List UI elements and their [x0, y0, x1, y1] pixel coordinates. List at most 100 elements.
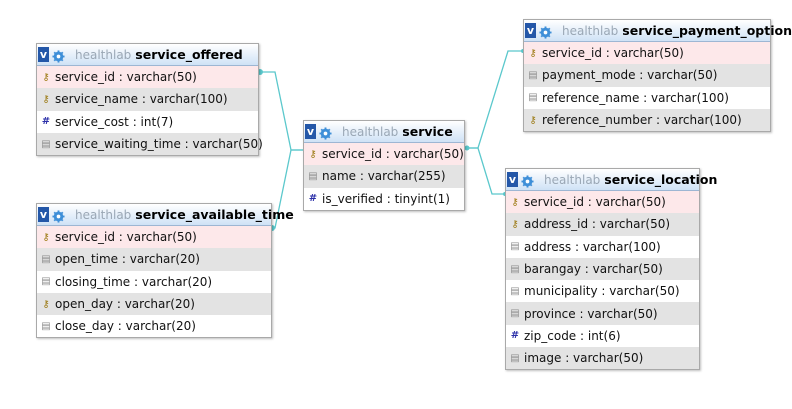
text-field-icon: ▤	[308, 170, 318, 182]
column-label: reference_number : varchar(100)	[542, 113, 742, 128]
toggle-columns-button[interactable]: v	[38, 47, 49, 62]
column-row[interactable]: ▤ barangay : varchar(50)	[506, 257, 699, 281]
column-row[interactable]: ▤image : varchar(50)	[506, 347, 699, 370]
column-row[interactable]: ▤ close_day : varchar(20)	[37, 315, 271, 338]
text-field-icon: ▤	[510, 285, 520, 297]
toggle-columns-button[interactable]: v	[507, 172, 518, 187]
toggle-columns-button[interactable]: v	[305, 124, 316, 139]
database-name: healthlab	[562, 23, 619, 38]
toggle-columns-button[interactable]: v	[38, 207, 49, 222]
number-icon: #	[510, 330, 520, 342]
column-row[interactable]: ▤ reference_name : varchar(100)	[524, 86, 770, 109]
column-label: service_id : varchar(50)	[55, 70, 197, 85]
column-label: payment_mode : varchar(50)	[542, 68, 718, 83]
database-name: healthlab	[75, 207, 132, 222]
text-field-icon: ▤	[528, 92, 538, 104]
key-icon: ⚷	[42, 231, 50, 243]
column-row[interactable]: ⚷ address_id : varchar(50)	[506, 213, 699, 236]
toggle-columns-button[interactable]: v	[525, 23, 536, 38]
key-icon: ⚷	[42, 298, 50, 310]
column-row[interactable]: # zip_code : int(6)	[506, 324, 699, 348]
column-label: service_id : varchar(50)	[524, 195, 666, 210]
column-label: address_id : varchar(50)	[524, 217, 671, 232]
column-row[interactable]: # service_cost : int(7)	[37, 110, 258, 133]
column-label: province : varchar(50)	[524, 306, 658, 321]
gear-icon[interactable]	[319, 125, 332, 140]
column-row[interactable]: ⚷ service_name : varchar(100)	[37, 88, 258, 111]
text-field-icon: ▤	[510, 263, 520, 275]
column-row[interactable]: ▤ payment_mode : varchar(50)	[524, 64, 770, 87]
column-label: reference_name : varchar(100)	[542, 90, 729, 105]
relation-endpoint	[464, 145, 470, 151]
gear-icon[interactable]	[539, 24, 552, 39]
column-row[interactable]: ▤ municipality : varchar(50)	[506, 280, 699, 303]
table-name: service_offered	[135, 47, 243, 62]
number-icon: #	[308, 193, 318, 205]
column-row[interactable]: ⚷ service_id : varchar(50)	[524, 42, 770, 65]
database-name: healthlab	[342, 124, 399, 139]
gear-icon[interactable]	[52, 208, 65, 223]
gear-icon[interactable]	[521, 173, 534, 188]
column-row[interactable]: ▤ open_time : varchar(20)	[37, 248, 271, 271]
relation-line-service-offered	[260, 71, 303, 151]
column-label: service_id : varchar(50)	[322, 147, 464, 162]
column-label: barangay : varchar(50)	[524, 262, 663, 277]
table-name: service_payment_option	[622, 23, 792, 38]
text-field-icon: ▤	[528, 69, 538, 81]
text-field-icon: ▤	[41, 253, 51, 265]
column-row[interactable]: ▤address : varchar(100)	[506, 235, 699, 258]
column-label: service_waiting_time : varchar(50)	[55, 137, 263, 152]
column-label: closing_time : varchar(20)	[55, 274, 213, 289]
column-row[interactable]: ⚷ service_id : varchar(50)	[304, 143, 464, 166]
text-field-icon: ▤	[510, 241, 520, 253]
text-field-icon: ▤	[510, 308, 520, 320]
column-row[interactable]: ⚷ service_id : varchar(50)	[37, 66, 258, 89]
column-row[interactable]: ▤ name : varchar(255)	[304, 165, 464, 188]
column-row[interactable]: ▤ province : varchar(50)	[506, 302, 699, 325]
relation-line-service-location	[465, 147, 505, 195]
key-icon: ⚷	[42, 71, 50, 83]
column-label: zip_code : int(6)	[524, 328, 621, 343]
column-row[interactable]: ⚷ open_day : varchar(20)	[37, 292, 271, 316]
column-row[interactable]: ▤ service_waiting_time : varchar(50)	[37, 132, 263, 156]
column-label: open_day : varchar(20)	[55, 297, 195, 312]
column-row[interactable]: ▤closing_time : varchar(20)	[37, 270, 271, 293]
key-icon: ⚷	[42, 93, 50, 105]
key-icon: ⚷	[309, 148, 317, 160]
gear-icon[interactable]	[52, 48, 65, 63]
table-name: service	[402, 124, 453, 139]
text-field-icon: ▤	[41, 320, 51, 332]
text-field-icon: ▤	[510, 352, 520, 364]
database-name: healthlab	[75, 47, 132, 62]
column-label: municipality : varchar(50)	[524, 284, 680, 299]
table-name: service_location	[604, 172, 718, 187]
key-icon: ⚷	[529, 114, 537, 126]
column-label: is_verified : tinyint(1)	[322, 191, 450, 206]
column-row[interactable]: ⚷service_id : varchar(50)	[506, 191, 699, 214]
column-label: service_id : varchar(50)	[542, 46, 684, 61]
key-icon: ⚷	[511, 218, 519, 230]
table-name: service_available_time	[135, 207, 294, 222]
column-label: service_cost : int(7)	[55, 114, 174, 129]
number-icon: #	[41, 116, 51, 128]
column-row[interactable]: ⚷ reference_number : varchar(100)	[524, 108, 770, 132]
column-label: close_day : varchar(20)	[55, 319, 196, 334]
column-label: service_name : varchar(100)	[55, 92, 228, 107]
column-row[interactable]: ⚷ service_id : varchar(50)	[37, 226, 271, 249]
column-label: service_id : varchar(50)	[55, 230, 197, 245]
column-label: open_time : varchar(20)	[55, 252, 200, 267]
column-row[interactable]: # is_verified : tinyint(1)	[304, 187, 464, 210]
key-icon: ⚷	[529, 47, 537, 59]
text-field-icon: ▤	[41, 138, 51, 150]
column-label: name : varchar(255)	[322, 169, 446, 184]
